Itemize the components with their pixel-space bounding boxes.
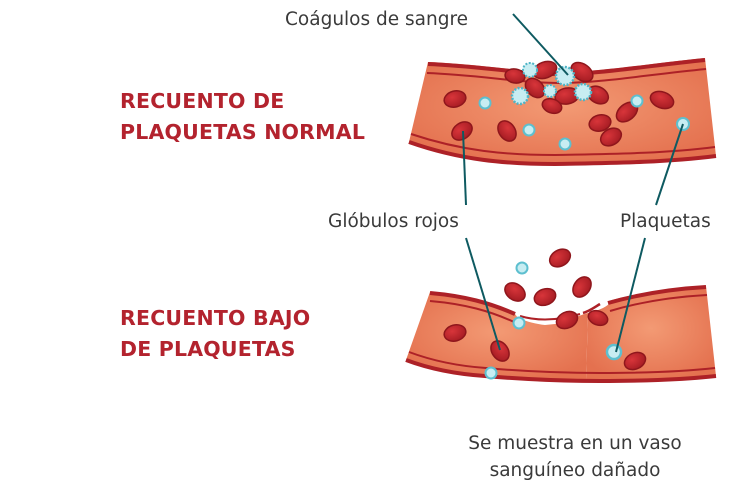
red-blood-cell bbox=[443, 324, 467, 342]
heading-normal-line-1: RECUENTO DE bbox=[120, 89, 285, 113]
red-blood-cell bbox=[623, 351, 647, 371]
red-blood-cell bbox=[497, 120, 517, 142]
red-blood-cell bbox=[533, 287, 557, 307]
heading-low-count: RECUENTO BAJO DE PLAQUETAS bbox=[120, 303, 310, 365]
red-blood-cell bbox=[443, 90, 467, 108]
heading-low-line-2: DE PLAQUETAS bbox=[120, 337, 296, 361]
leader-line-clots bbox=[512, 13, 569, 76]
vessel-normal-bottom-wall bbox=[408, 140, 717, 167]
activated-platelet bbox=[522, 62, 538, 78]
red-blood-cell bbox=[490, 340, 510, 362]
vessel-damaged-top-wall-inner bbox=[429, 300, 515, 323]
leader-line-platelets-top bbox=[655, 123, 684, 206]
escaping-cells bbox=[504, 248, 609, 330]
red-blood-cell bbox=[548, 248, 572, 268]
caption-damaged-vessel: Se muestra en un vaso sanguíneo dañado bbox=[415, 430, 735, 484]
heading-normal-line-2: PLAQUETAS NORMAL bbox=[120, 120, 366, 144]
leader-line-platelets-bottom bbox=[615, 237, 646, 353]
red-blood-cell bbox=[570, 61, 594, 83]
blood-clot-cluster bbox=[504, 60, 610, 115]
red-blood-cell bbox=[599, 127, 623, 147]
vessel-normal-bottom-wall-inner bbox=[410, 133, 716, 157]
platelet bbox=[522, 123, 536, 137]
label-red-blood-cells: Glóbulos rojos bbox=[328, 211, 459, 232]
activated-platelet bbox=[510, 86, 530, 106]
heading-normal-count: RECUENTO DE PLAQUETAS NORMAL bbox=[120, 86, 365, 148]
red-blood-cell bbox=[524, 77, 546, 99]
platelet bbox=[484, 366, 498, 380]
vessel-damaged-bottom-wall bbox=[405, 358, 717, 384]
red-blood-cell bbox=[555, 310, 579, 330]
activated-platelet bbox=[543, 84, 557, 98]
caption-line-1: Se muestra en un vaso bbox=[468, 433, 682, 454]
activated-platelet bbox=[573, 82, 593, 102]
platelet bbox=[478, 96, 492, 110]
damaged-vessel-cells bbox=[443, 324, 647, 380]
platelet bbox=[630, 94, 644, 108]
label-blood-clots: Coágulos de sangre bbox=[285, 9, 469, 30]
vessel-normal bbox=[408, 58, 717, 167]
leader-line-red-cells-top bbox=[462, 130, 467, 206]
red-blood-cell bbox=[504, 68, 526, 84]
activated-platelet bbox=[554, 65, 576, 87]
normal-vessel-cells bbox=[443, 90, 690, 151]
platelet bbox=[515, 261, 529, 275]
vessel-damaged-tear-edge bbox=[582, 302, 601, 315]
leader-lines bbox=[462, 13, 684, 353]
red-blood-cell bbox=[541, 97, 563, 115]
red-blood-cell bbox=[504, 282, 526, 302]
vessel-damaged-body-left bbox=[406, 292, 588, 380]
vessel-normal-body bbox=[409, 58, 716, 164]
red-blood-cell bbox=[451, 121, 473, 141]
vessel-damaged-top-wall-left bbox=[429, 291, 516, 316]
label-platelets: Plaquetas bbox=[620, 211, 711, 232]
red-blood-cell bbox=[649, 90, 675, 110]
red-blood-cell bbox=[588, 114, 612, 132]
heading-low-line-1: RECUENTO BAJO bbox=[120, 306, 311, 330]
vessel-damaged-top-wall-right bbox=[607, 285, 707, 305]
caption-line-2: sanguíneo dañado bbox=[489, 460, 661, 481]
platelet bbox=[558, 137, 572, 151]
vessel-damaged-top-wall-inner-right bbox=[609, 294, 708, 312]
leader-line-red-cells-bottom bbox=[465, 237, 501, 351]
platelet bbox=[605, 343, 623, 361]
red-blood-cell bbox=[572, 276, 592, 298]
platelet bbox=[512, 316, 526, 330]
red-blood-cell bbox=[587, 309, 609, 327]
vessel-damaged-body-right bbox=[586, 286, 716, 381]
vessel-damaged-bottom-wall-inner bbox=[408, 351, 716, 375]
